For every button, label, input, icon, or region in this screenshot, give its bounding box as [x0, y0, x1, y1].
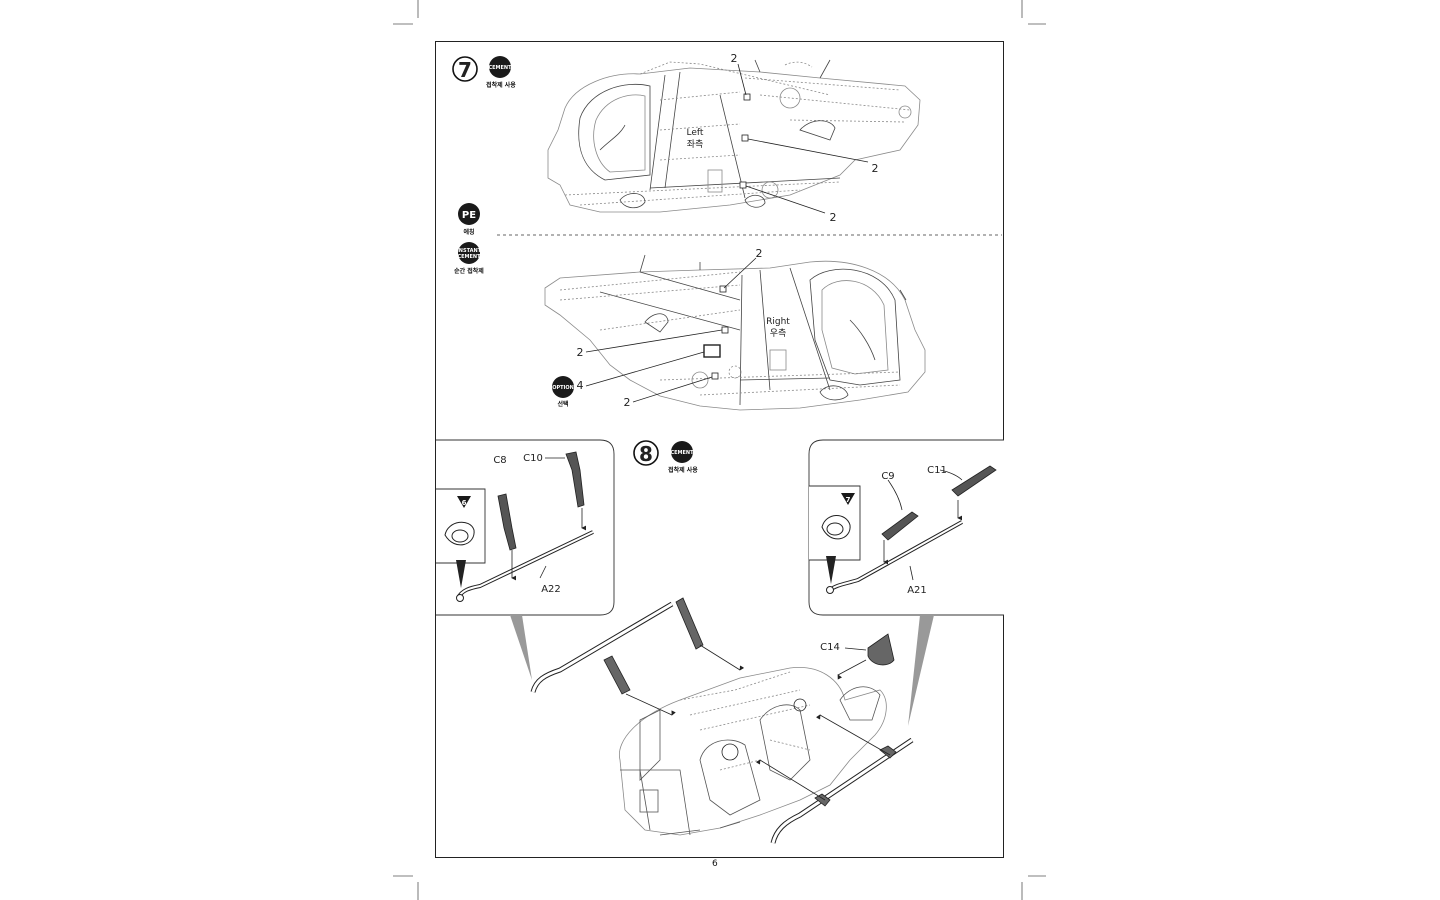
left-view-label: Left — [687, 128, 704, 138]
detail-pointer-left — [510, 615, 532, 680]
part-c11: C11 — [927, 465, 947, 476]
option-badge: OPTION 선택 — [552, 376, 574, 408]
svg-text:OPTION: OPTION — [552, 385, 574, 391]
pe-badge: PE 에칭 — [458, 203, 480, 236]
svg-text:에칭: 에칭 — [463, 228, 474, 236]
part-c14-drawing — [837, 633, 895, 680]
step-8-number: 8 — [639, 442, 653, 466]
right-callout-3: 4 — [577, 379, 584, 392]
part-c9: C9 — [881, 471, 894, 482]
svg-text:CEMENT: CEMENT — [457, 254, 481, 260]
svg-text:순간 접착제: 순간 접착제 — [454, 267, 484, 275]
right-detail-panel: 7 — [808, 439, 1004, 616]
svg-text:CEMENT: CEMENT — [488, 65, 512, 71]
part-c10: C10 — [523, 453, 543, 464]
svg-text:INSTANT: INSTANT — [457, 248, 482, 254]
left-callout-1: 2 — [731, 52, 738, 65]
svg-text:CEMENT: CEMENT — [670, 450, 694, 456]
right-view-callouts — [585, 257, 757, 403]
step-8-header: 8 CEMENT 접착제 사용 — [633, 440, 698, 474]
left-view-callouts — [737, 63, 869, 214]
cement-icon — [489, 56, 511, 78]
left-callout-3: 2 — [830, 211, 837, 224]
right-fuselage-drawing — [544, 254, 926, 411]
right-callout-1: 2 — [756, 247, 763, 260]
left-detail-panel: 6 — [436, 439, 615, 616]
page-number: 6 — [712, 859, 718, 869]
instant-cement-badge: INSTANT CEMENT 순간 접착제 — [454, 242, 484, 275]
left-callout-2: 2 — [872, 162, 879, 175]
right-view-label: Right — [766, 317, 790, 327]
detail-pointer-right — [908, 615, 934, 726]
ref-step-7: 7 — [846, 496, 851, 504]
part-c8: C8 — [493, 455, 506, 466]
right-view-label-ko: 우측 — [770, 328, 787, 339]
svg-text:PE: PE — [462, 210, 476, 221]
svg-text:접착제 사용: 접착제 사용 — [486, 81, 516, 89]
right-callout-4: 2 — [624, 396, 631, 409]
svg-text:접착제 사용: 접착제 사용 — [668, 466, 698, 474]
step-7-number: 7 — [458, 58, 472, 82]
main-skids — [530, 597, 914, 844]
main-assembly-drawing — [618, 666, 887, 836]
ref-step-6: 6 — [462, 499, 467, 507]
cement-icon — [671, 441, 693, 463]
part-a21: A21 — [907, 585, 927, 596]
part-a22: A22 — [541, 584, 561, 595]
right-callout-2: 2 — [577, 346, 584, 359]
svg-text:선택: 선택 — [557, 400, 568, 408]
left-fuselage-drawing — [547, 59, 921, 213]
part-c14: C14 — [820, 642, 840, 653]
left-view-label-ko: 좌측 — [687, 139, 704, 150]
step-7-header: 7 CEMENT 접착제 사용 — [452, 56, 516, 89]
